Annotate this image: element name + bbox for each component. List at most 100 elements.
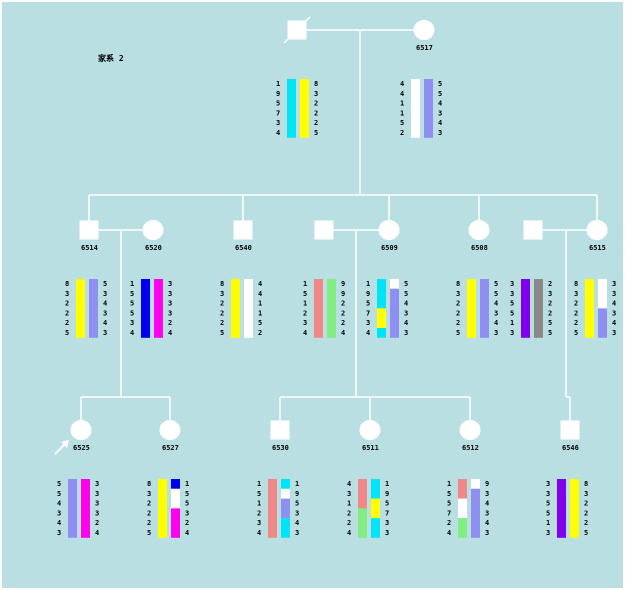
- allele-label: 2: [303, 309, 307, 317]
- allele-label: 4: [168, 329, 172, 337]
- allele-label: 5: [447, 500, 451, 508]
- allele-label: 2: [147, 519, 151, 527]
- allele-label: 4: [103, 300, 107, 308]
- haplotype-segment-maternal: [390, 279, 399, 289]
- allele-label: 3: [168, 309, 172, 317]
- allele-label: 4: [485, 500, 489, 508]
- allele-label: 4: [485, 519, 489, 527]
- allele-label: 3: [574, 290, 578, 298]
- allele-label: 3: [314, 90, 318, 98]
- allele-label: 4: [103, 319, 107, 327]
- allele-label: 4: [347, 529, 351, 537]
- allele-label: 2: [341, 319, 345, 327]
- haplotype-segment-paternal: [231, 279, 240, 338]
- allele-label: 5: [57, 480, 61, 488]
- allele-label: 8: [584, 480, 588, 488]
- allele-label: 1: [366, 280, 370, 288]
- allele-label: 4: [438, 119, 442, 127]
- allele-label: 3: [103, 329, 107, 337]
- allele-label: 5: [548, 329, 552, 337]
- allele-label: 1: [303, 300, 307, 308]
- allele-label: 4: [185, 529, 189, 537]
- haplotype-segment-maternal: [171, 479, 180, 489]
- allele-label: 2: [314, 119, 318, 127]
- allele-label: 5: [303, 290, 307, 298]
- allele-label: 1: [400, 100, 404, 108]
- allele-label: 3: [168, 300, 172, 308]
- allele-label: 3: [366, 319, 370, 327]
- allele-label: 1: [130, 280, 134, 288]
- allele-label: 5: [548, 319, 552, 327]
- allele-label: 5: [130, 300, 134, 308]
- allele-label: 2: [258, 329, 262, 337]
- allele-label: 5: [404, 290, 408, 298]
- allele-label: 7: [366, 309, 370, 317]
- allele-label: 2: [168, 319, 172, 327]
- haplotype-segment-maternal: [534, 279, 543, 338]
- allele-label: 8: [574, 280, 578, 288]
- allele-label: 4: [438, 100, 442, 108]
- allele-label: 2: [65, 300, 69, 308]
- allele-label: 1: [510, 319, 514, 327]
- allele-label: 3: [485, 509, 489, 517]
- member-id-label: 6525: [73, 444, 90, 452]
- haplotype-segment-paternal: [585, 279, 594, 338]
- allele-label: 3: [185, 509, 189, 517]
- member-id-label: 6530: [272, 444, 289, 452]
- allele-label: 9: [485, 480, 489, 488]
- allele-label: 2: [147, 509, 151, 517]
- allele-label: 2: [584, 509, 588, 517]
- allele-label: 2: [341, 309, 345, 317]
- allele-label: 3: [494, 309, 498, 317]
- allele-label: 3: [257, 519, 261, 527]
- haplotype-segment-paternal: [458, 498, 467, 519]
- allele-label: 5: [494, 280, 498, 288]
- allele-label: 2: [65, 309, 69, 317]
- allele-label: 4: [347, 480, 351, 488]
- allele-label: 3: [57, 529, 61, 537]
- haplotype-segment-paternal: [377, 279, 386, 309]
- female-symbol: [142, 220, 164, 240]
- member-id-label: 6540: [235, 244, 252, 252]
- allele-label: 5: [257, 490, 261, 498]
- allele-label: 4: [494, 300, 498, 308]
- allele-label: 4: [258, 290, 262, 298]
- allele-label: 1: [546, 519, 550, 527]
- haplotype-segment-paternal: [458, 518, 467, 538]
- haplotype-segment-maternal: [281, 479, 290, 489]
- member-id-label: 6520: [145, 244, 162, 252]
- allele-label: 5: [185, 490, 189, 498]
- haplotype-segment-maternal: [327, 279, 336, 338]
- allele-label: 4: [95, 529, 99, 537]
- allele-label: 3: [485, 529, 489, 537]
- haplotype-segment-paternal: [358, 479, 367, 509]
- allele-label: 8: [456, 280, 460, 288]
- haplotype-segment-maternal: [281, 518, 290, 538]
- allele-label: 5: [258, 319, 262, 327]
- allele-label: 8: [147, 480, 151, 488]
- female-symbol: [459, 420, 481, 440]
- male-symbol: [314, 220, 334, 240]
- haplotype-segment-paternal: [158, 479, 167, 538]
- haplotype-segment-maternal: [424, 79, 433, 138]
- allele-label: 3: [612, 329, 616, 337]
- female-symbol: [359, 420, 381, 440]
- allele-label: 5: [584, 529, 588, 537]
- member-id-label: 6508: [471, 244, 488, 252]
- allele-label: 5: [314, 129, 318, 137]
- haplotype-segment-maternal: [471, 479, 480, 489]
- member-id-label: 6517: [416, 44, 433, 52]
- allele-label: 3: [548, 290, 552, 298]
- allele-label: 8: [314, 80, 318, 88]
- allele-label: 8: [220, 280, 224, 288]
- allele-label: 3: [510, 280, 514, 288]
